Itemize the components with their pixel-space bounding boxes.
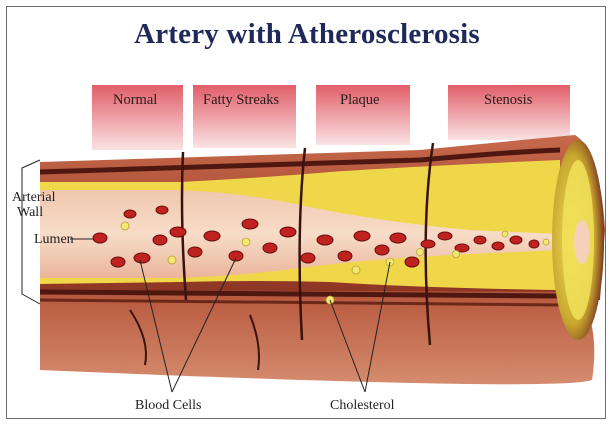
cholesterol-particle — [352, 266, 360, 274]
blood-cell — [510, 236, 522, 244]
blood-cell — [153, 235, 167, 245]
cholesterol-particle — [242, 238, 250, 246]
blood-cell — [229, 251, 243, 261]
cholesterol-particle — [502, 231, 508, 237]
blood-cell — [438, 232, 452, 240]
blood-cell — [188, 247, 202, 257]
blood-cell — [338, 251, 352, 261]
blood-cell — [474, 236, 486, 244]
label-blood-cells: Blood Cells — [135, 398, 202, 413]
blood-cell — [93, 233, 107, 243]
blood-cell — [124, 210, 136, 218]
stage-label-plaque: Plaque — [340, 92, 379, 109]
cholesterol-particle — [543, 239, 549, 245]
blood-cell — [204, 231, 220, 241]
blood-cell — [263, 243, 277, 253]
cholesterol-particle — [121, 222, 129, 230]
label-cholesterol: Cholesterol — [330, 398, 395, 413]
blood-cell — [421, 240, 435, 248]
blood-cell — [529, 240, 539, 248]
blood-cell — [280, 227, 296, 237]
blood-cell — [390, 233, 406, 243]
cholesterol-particle — [168, 256, 176, 264]
blood-cell — [317, 235, 333, 245]
blood-cell — [111, 257, 125, 267]
label-arterial-wall-line1: Arterial — [12, 190, 56, 205]
blood-cell — [156, 206, 168, 214]
blood-cell — [375, 245, 389, 255]
blood-cell — [492, 242, 504, 250]
blood-cell — [354, 231, 370, 241]
blood-cell — [405, 257, 419, 267]
blood-cell — [242, 219, 258, 229]
blood-cell — [134, 253, 150, 263]
label-lumen: Lumen — [34, 232, 74, 247]
stage-label-fatty-streaks: Fatty Streaks — [203, 92, 279, 109]
label-arterial-wall-line2: Wall — [17, 205, 43, 220]
blood-cell — [170, 227, 186, 237]
blood-cell — [301, 253, 315, 263]
stage-label-stenosis: Stenosis — [484, 92, 532, 109]
cholesterol-particle — [417, 249, 424, 256]
stage-label-normal: Normal — [113, 92, 157, 109]
cholesterol-particle — [453, 251, 460, 258]
